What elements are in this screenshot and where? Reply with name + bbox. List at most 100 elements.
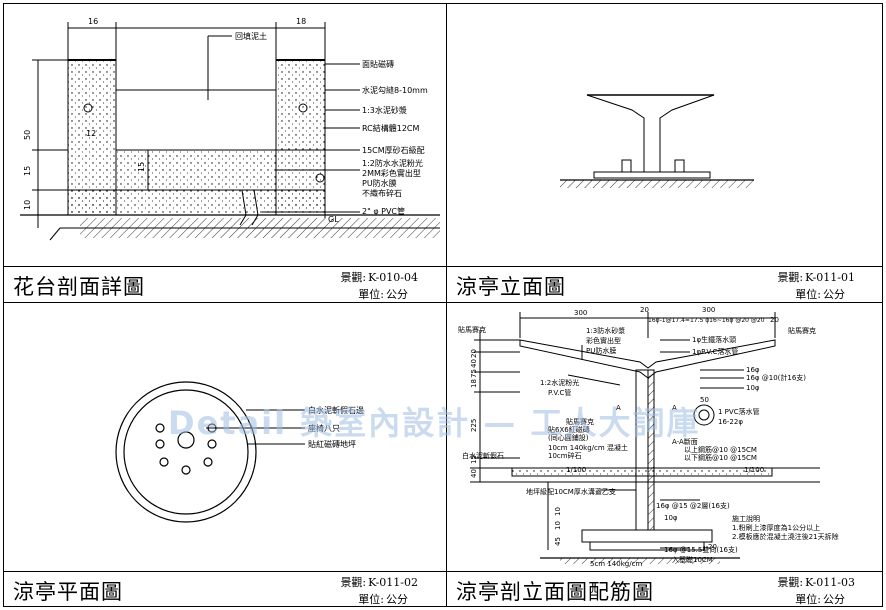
dim-50: 50 — [23, 130, 32, 140]
unit-value: 公分 — [823, 593, 845, 606]
drawing-code-elevation: 景觀:K-011-01 — [777, 269, 855, 285]
dim-20b: 20 — [770, 316, 779, 324]
label-wp1: 1:3防水砂漿 — [586, 326, 625, 335]
label-base-note: 地坪級配10CM厚水溝蓋乙支 — [526, 487, 616, 496]
label-bottom-conc: 5cm 140kg/cm — [590, 560, 642, 568]
label-drain-head: 1φ生鐵落水頭 — [692, 335, 736, 344]
unit-value: 公分 — [386, 593, 408, 606]
title-pavilion-elevation: 涼亭立面圖 — [456, 275, 566, 299]
pavilion-plan-drawing — [115, 381, 305, 523]
code-label: 景觀: — [777, 576, 804, 589]
horizontal-divider — [3, 302, 883, 303]
dim-foot-20: 20 — [708, 543, 717, 551]
dim-left-1: 40 — [470, 359, 478, 368]
title-planter-section: 花台剖面詳圖 — [13, 275, 145, 299]
dim-foot-0: 10 — [554, 507, 562, 516]
label-white-stone: 白水泥斬假石 — [462, 451, 504, 460]
label-wp3: PU防水膜 — [586, 346, 616, 355]
label-pvc-pipe: P.V.C管 — [548, 388, 571, 397]
code-label: 景觀: — [340, 271, 367, 284]
label-concentric: (同心圓鋪設) — [548, 433, 589, 442]
unit-elevation: 單位:公分 — [795, 286, 845, 302]
label-section-a2: A — [672, 404, 677, 412]
title-pavilion-plan: 涼亭平面圖 — [13, 580, 123, 604]
pavilion-elevation-drawing — [560, 94, 754, 188]
dim-foot-1: 10 — [554, 521, 562, 530]
title-block-elevation: 涼亭立面圖 景觀:K-011-01 單位:公分 — [446, 266, 883, 302]
planter-labels: 16 18 回填泥土 面貼磁磚 水泥勾縫8-10mm 1:3水泥砂漿 RC結構體… — [23, 17, 428, 224]
label-note-2: 2.模板應於混凝土澆注後21天拆除 — [732, 532, 839, 541]
dim-20a: 20 — [640, 306, 649, 314]
dim-300-left: 300 — [574, 309, 587, 317]
label-mortar: 1:3水泥砂漿 — [362, 105, 407, 115]
label-notes-title: 施工說明 — [732, 514, 760, 523]
label-waterproof-3: PU防水膜 — [362, 178, 397, 188]
dim-16: 16 — [88, 17, 98, 26]
label-rebar-16a: 16φ — [746, 366, 760, 374]
label-gravel: 15CM厚砂石級配 — [362, 145, 425, 155]
title-pavilion-section-rebar: 涼亭剖立面圖配筋圖 — [456, 580, 654, 604]
dim-18: 18 — [296, 17, 306, 26]
label-wp2: 彩色實出型 — [586, 336, 621, 345]
label-note-1: 1.粉刷上漆厚度為1公分以上 — [732, 523, 820, 532]
label-scale-b: 1/100 — [744, 466, 764, 474]
dim-left-4: 225 — [470, 419, 478, 432]
drawing-code-section: 景觀:K-011-03 — [777, 574, 855, 590]
unit-label: 單位: — [358, 593, 384, 606]
unit-planter: 單位:公分 — [358, 286, 408, 302]
dim-chain: 16φ-1@17.4=17.5 φ16~16φ @20 @20 — [648, 317, 765, 324]
label-stone-edge: 白水泥斬假石邊 — [308, 405, 364, 415]
drawing-sheet-frame — [3, 3, 883, 607]
code-value: K-011-03 — [805, 576, 855, 589]
dim-left-2: 75 — [470, 369, 478, 378]
label-rc-structure: RC結構體12CM — [362, 123, 420, 133]
code-label: 景觀: — [340, 576, 367, 589]
label-rebar-10: 10φ — [746, 384, 760, 392]
label-red-tile: 貼6X6紅磁磚 — [548, 425, 590, 434]
label-waterproof-2: 2MM彩色實出型 — [362, 168, 421, 178]
unit-label: 單位: — [795, 593, 821, 606]
label-pvc-drain: 1φP.V.C落水管 — [692, 347, 738, 356]
unit-value: 公分 — [386, 288, 408, 301]
label-above-rebar: 以上鋼筋@10 @15CM — [684, 445, 757, 454]
title-block-section: 涼亭剖立面圖配筋圖 景觀:K-011-03 單位:公分 — [446, 571, 883, 607]
unit-section: 單位:公分 — [795, 591, 845, 607]
label-waterproof-1: 1:2防水水泥粉光 — [362, 158, 423, 168]
dim-left-6: 40 — [470, 469, 478, 478]
code-label: 景觀: — [777, 271, 804, 284]
dim-foot-2: 45 — [554, 537, 562, 546]
label-gl: GL — [328, 215, 339, 224]
label-gravel: 10cm碎石 — [548, 451, 582, 460]
dim-left-0: 20 — [470, 349, 478, 358]
dim-15a: 15 — [23, 166, 32, 176]
label-face-tile: 面貼磁磚 — [362, 59, 394, 69]
label-below-rebar: 以下鋼筋@10 @15CM — [684, 453, 757, 462]
label-ring-50: 50 — [700, 396, 709, 404]
label-rebar-16-foot: 16φ @15.5雙向(16支) — [664, 545, 738, 554]
label-section-a: A — [616, 404, 621, 412]
dim-left-5: 15 — [470, 455, 478, 464]
label-tile-right: 貼馬賽克 — [788, 326, 816, 335]
label-waterproof-4: 不織布碎石 — [362, 188, 402, 198]
unit-label: 單位: — [358, 288, 384, 301]
label-rebar-10b: 10φ — [664, 514, 678, 522]
label-rebar-16-top: 16φ @15 @2層(16支) — [656, 501, 730, 510]
code-value: K-010-04 — [368, 271, 418, 284]
label-mortar-finish: 1:2水泥粉光 — [540, 378, 579, 387]
code-value: K-011-02 — [368, 576, 418, 589]
unit-plan: 單位:公分 — [358, 591, 408, 607]
dim-left-3: 18 — [470, 379, 478, 388]
unit-value: 公分 — [823, 288, 845, 301]
dim-12: 12 — [86, 129, 96, 138]
label-aa-section: A-A斷面 — [672, 437, 698, 446]
label-foot-gravel: 入基礎10CM — [672, 555, 713, 564]
dim-300-right: 300 — [702, 306, 715, 314]
plan-labels: 白水泥斬假石邊 座椅八只 貼紅磁磚地坪 — [308, 405, 364, 449]
label-backfill-soil: 回填泥土 — [235, 31, 267, 41]
label-seats: 座椅八只 — [308, 423, 340, 433]
title-block-planter: 花台剖面詳圖 景觀:K-010-04 單位:公分 — [3, 266, 446, 302]
label-tile-left: 貼馬賽克 — [458, 325, 486, 334]
label-cement-joint: 水泥勾縫8-10mm — [362, 85, 428, 95]
section-labels: 300 300 16φ-1@17.4=17.5 φ16~16φ @20 @20 … — [458, 306, 839, 568]
label-concrete: 10cm 140kg/cm 混凝土 — [548, 443, 628, 452]
